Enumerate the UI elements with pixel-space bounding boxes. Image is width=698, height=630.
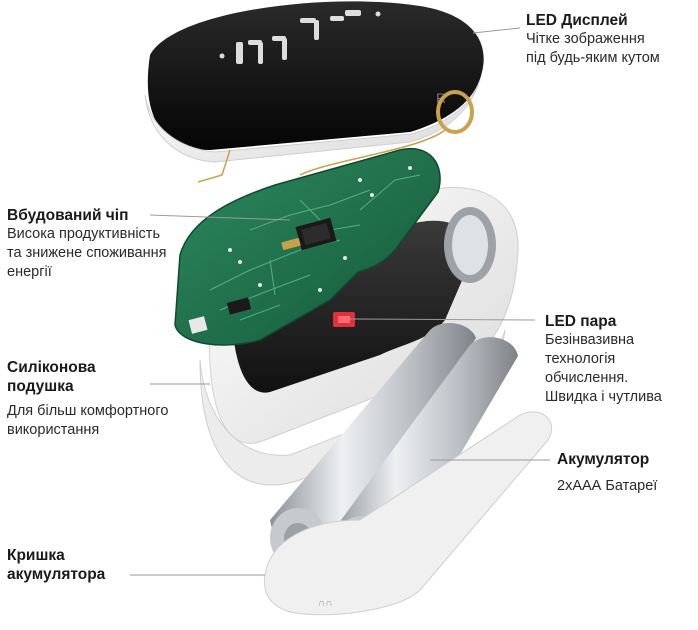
callout-text: Безінвазивна (545, 331, 662, 350)
callout-battery-cover: Кришка акумулятора (7, 546, 105, 584)
callout-title: Вбудований чіп (7, 206, 166, 225)
callout-title: Акумулятор (557, 450, 657, 469)
callout-text: Швидка і чутлива (545, 388, 662, 407)
callout-title: LED Дисплей (526, 11, 660, 30)
callout-chip: Вбудований чіп Висока продуктивність та … (7, 206, 166, 282)
callout-title: LED пара (545, 312, 662, 331)
callout-text: обчислення. (545, 369, 662, 388)
hinge-cylinder (444, 207, 496, 283)
callout-text: Висока продуктивність (7, 225, 166, 244)
callout-text: технологія (545, 350, 662, 369)
callout-text: 2хААА Батареї (557, 477, 657, 496)
callout-title: Кришка (7, 546, 105, 565)
callout-text: використання (7, 421, 168, 440)
callout-cushion: Силіконова подушка Для більш комфортного… (7, 358, 168, 440)
leader-led-display (473, 28, 520, 33)
callout-accumulator: Акумулятор 2хААА Батареї (557, 450, 657, 496)
callout-text: Чітке зображення (526, 30, 660, 49)
callout-text: під будь-яким кутом (526, 49, 660, 68)
callout-title: Силіконова (7, 358, 168, 377)
callout-title: подушка (7, 377, 168, 396)
callout-text: енергії (7, 263, 166, 282)
callout-text: Для більш комфортного (7, 402, 168, 421)
callout-led-display: LED Дисплей Чітке зображення під будь-як… (526, 11, 660, 68)
callout-title: акумулятора (7, 565, 105, 584)
led-display-cap: R (145, 1, 484, 162)
callout-text: та знижене споживання (7, 244, 166, 263)
callout-led-pair: LED пара Безінвазивна технологія обчисле… (545, 312, 662, 407)
cover-mark: ∩∩ (318, 598, 332, 609)
